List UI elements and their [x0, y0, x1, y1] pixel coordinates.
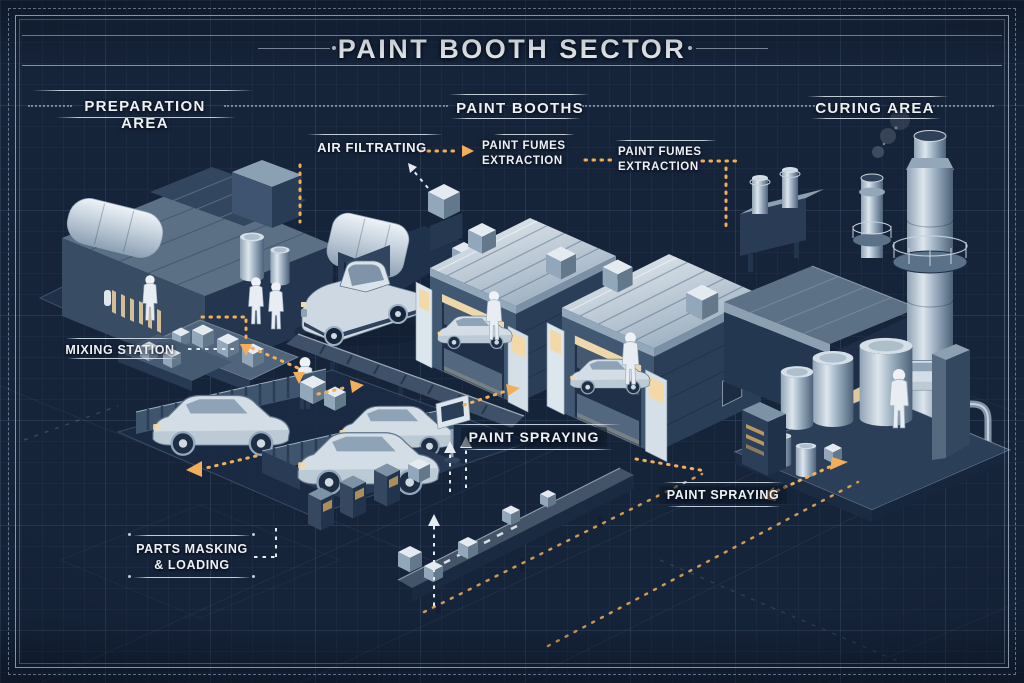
section-header-curing: CURING AREA — [815, 100, 935, 117]
header-leader-3 — [582, 105, 826, 107]
exhaust-stack-icon — [852, 173, 892, 258]
label-air-filtrating: AIR FILTRATING — [317, 140, 427, 155]
paint-spraying-booth-underline — [462, 449, 612, 450]
title-rule-bottom — [22, 65, 1002, 66]
paint-spraying-curing-underline — [668, 506, 780, 507]
curing-underline — [812, 118, 940, 119]
label-mixing-station: MIXING STATION — [65, 343, 175, 357]
section-header-paint-booths: PAINT BOOTHS — [456, 100, 584, 117]
page-title: PAINT BOOTH SECTOR — [337, 34, 687, 64]
roof-vent-unit-icon — [740, 167, 824, 272]
paint-spraying-booth-overline — [448, 424, 620, 425]
header-leader-1 — [28, 105, 72, 107]
parts-masking-dot-tl — [128, 533, 131, 536]
label-paint-spraying-curing: PAINT SPRAYING — [656, 486, 790, 504]
header-leader-2 — [224, 105, 448, 107]
paint-fumes-left-overline — [494, 134, 574, 135]
paint-fumes-right-overline — [616, 140, 716, 141]
label-parts-masking-loading: PARTS MASKING & LOADING — [136, 542, 248, 573]
parts-masking-underline — [134, 577, 250, 578]
booths-overline — [450, 94, 588, 95]
section-header-preparation: PREPARATION AREA — [84, 98, 206, 132]
preparation-building-icon — [38, 160, 350, 410]
booths-underline — [452, 118, 580, 119]
parts-masking-overline — [134, 535, 250, 536]
floor-conveyor-icon — [397, 467, 634, 614]
curing-area-illustration — [724, 110, 1012, 522]
curing-overline — [808, 96, 948, 97]
parts-masking-dot-tr — [252, 533, 255, 536]
paint-spraying-curing-overline — [664, 482, 782, 483]
parts-masking-dot-bl — [128, 575, 131, 578]
air-filtrating-overline — [308, 134, 442, 135]
label-paint-spraying-booth: PAINT SPRAYING — [448, 427, 620, 447]
label-paint-fumes-extraction-left: PAINT FUMES EXTRACTION — [482, 140, 566, 167]
parts-masking-dot-br — [252, 575, 255, 578]
preparation-overline — [34, 90, 252, 91]
label-paint-fumes-extraction-right: PAINT FUMES EXTRACTION — [618, 146, 702, 173]
mixing-station-overline — [66, 338, 174, 339]
